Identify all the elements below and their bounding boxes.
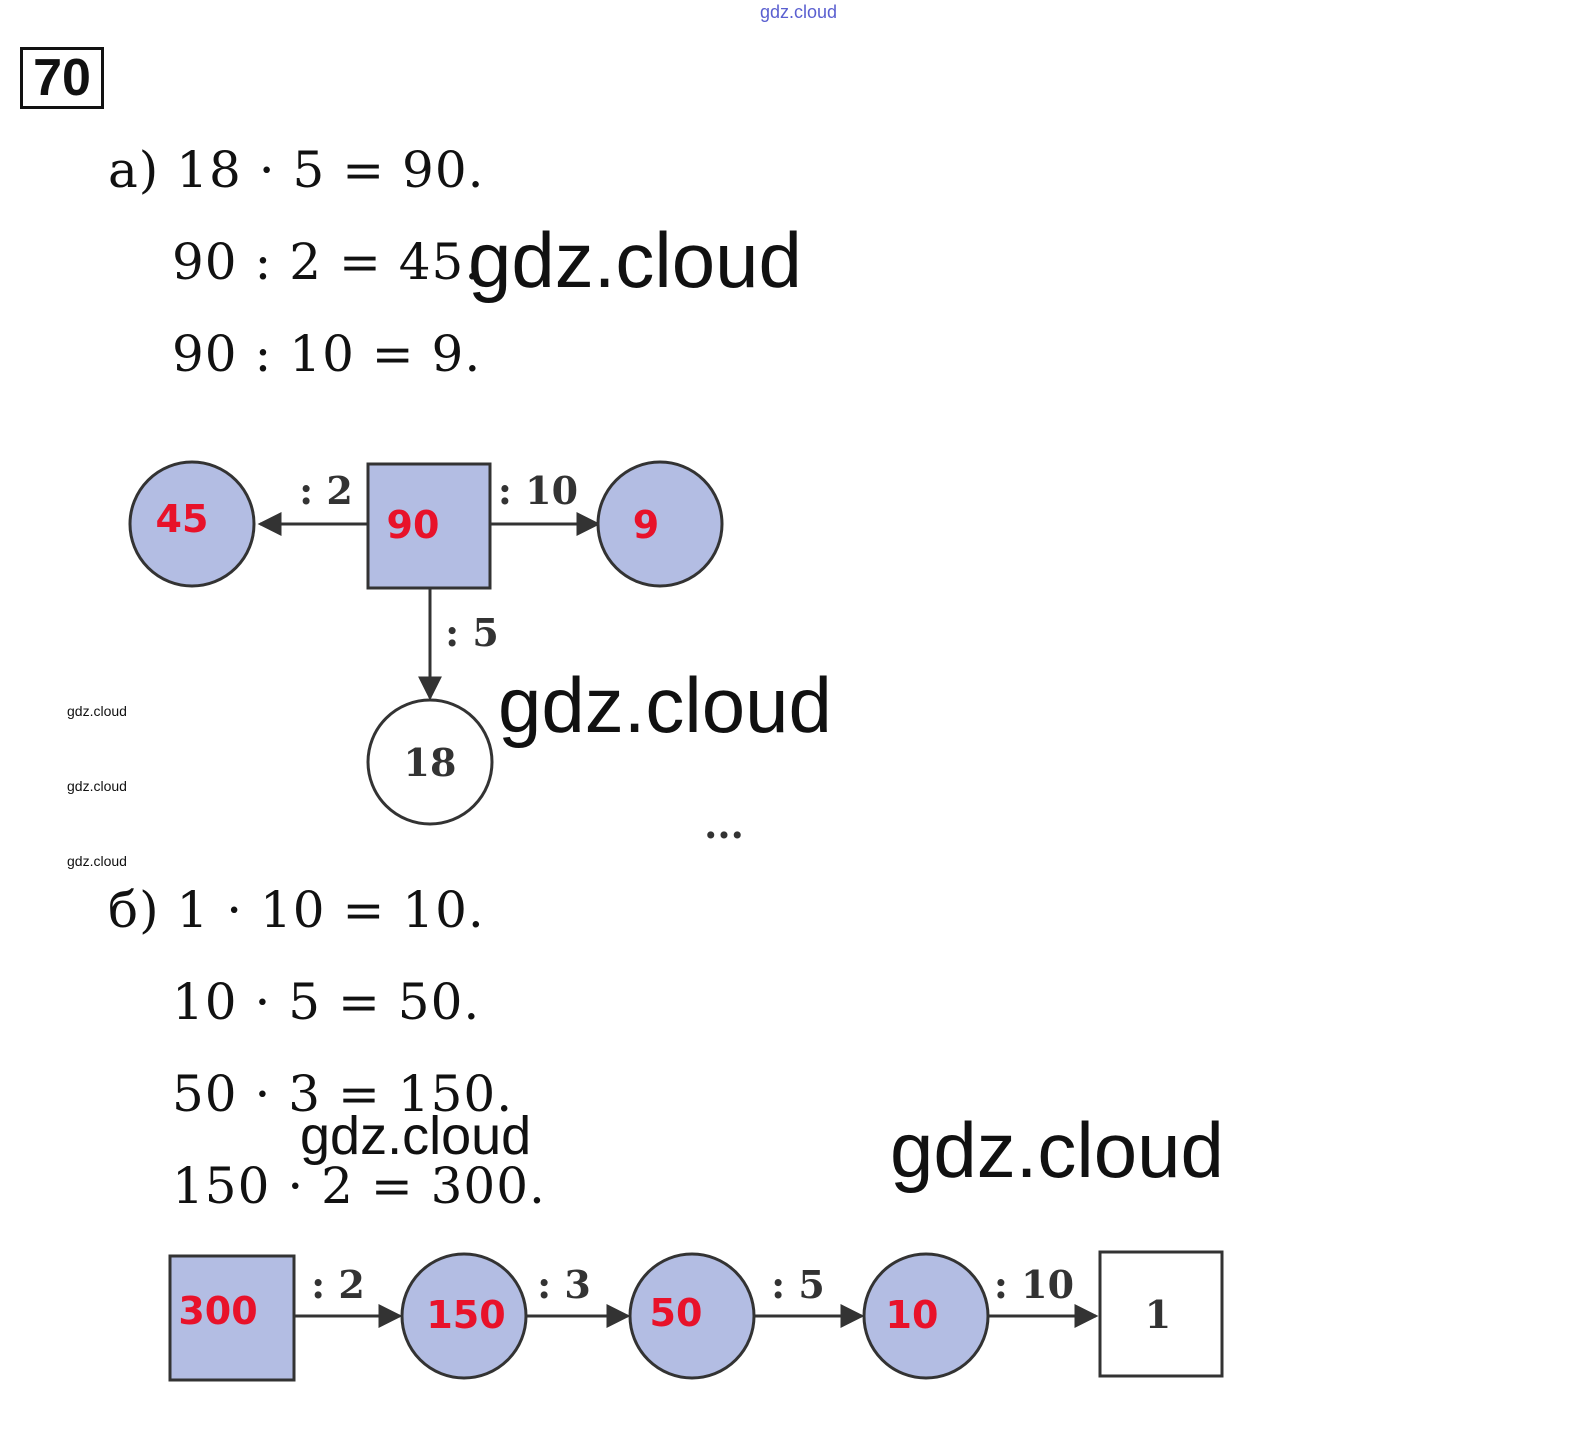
chain-node-value-2: 150 xyxy=(426,1293,505,1337)
node-left-value: 45 xyxy=(156,497,209,541)
equation-b-4: 150 · 2 = 300. xyxy=(172,1157,546,1215)
chain-node-square-1 xyxy=(168,1254,296,1382)
chain-op-4: : 10 xyxy=(994,1262,1074,1307)
node-circle-bottom xyxy=(366,698,494,826)
node-center-value: 90 xyxy=(387,503,440,547)
chain-node-value-1: 300 xyxy=(178,1289,257,1333)
chain-node-circle-3 xyxy=(628,1252,756,1380)
chain-node-value-4: 10 xyxy=(886,1293,939,1337)
op-label-right: : 10 xyxy=(498,468,578,513)
watermark-small-3: gdz.cloud xyxy=(67,853,127,869)
diagram-b: 300 150 50 10 1 : 2 : 3 : 5 : 10 xyxy=(168,1250,1224,1382)
node-bottom-value: 18 xyxy=(404,740,457,785)
diagram-a: 45 90 9 18 : 2 : 10 : 5 ... xyxy=(128,460,744,847)
op-label-down: : 5 xyxy=(445,610,499,655)
watermark-large-3: gdz.cloud xyxy=(890,1106,1224,1194)
chain-op-3: : 5 xyxy=(771,1262,825,1307)
watermark-large-1: gdz.cloud xyxy=(468,216,802,304)
node-right-value: 9 xyxy=(633,503,659,547)
chain-node-circle-2 xyxy=(400,1252,528,1380)
watermark-large-2: gdz.cloud xyxy=(498,661,832,749)
equation-a-1: а) 18 · 5 = 90. xyxy=(108,141,485,199)
equation-b-1: б) 1 · 10 = 10. xyxy=(108,881,485,939)
problem-number-box: 70 xyxy=(20,47,104,109)
equation-a-2: 90 : 2 = 45. xyxy=(172,233,482,291)
chain-node-circle-4 xyxy=(862,1252,990,1380)
chain-node-value-3: 50 xyxy=(650,1291,703,1335)
chain-op-1: : 2 xyxy=(311,1262,365,1307)
watermark-small-1: gdz.cloud xyxy=(67,703,127,719)
node-circle-right xyxy=(596,460,724,588)
equation-b-2: 10 · 5 = 50. xyxy=(172,973,481,1031)
node-circle-left xyxy=(128,460,256,588)
node-square-center xyxy=(366,462,492,590)
watermark-medium: gdz.cloud xyxy=(300,1106,532,1166)
chain-op-2: : 3 xyxy=(537,1262,591,1307)
ellipsis: ... xyxy=(704,802,744,847)
chain-node-square-5 xyxy=(1098,1250,1224,1378)
watermark-top: gdz.cloud xyxy=(760,2,838,22)
equation-b-3: 50 · 3 = 150. xyxy=(172,1065,514,1123)
chain-node-value-5: 1 xyxy=(1145,1292,1171,1337)
op-label-left: : 2 xyxy=(299,468,353,513)
watermark-small-2: gdz.cloud xyxy=(67,778,127,794)
equation-a-3: 90 : 10 = 9. xyxy=(172,325,482,383)
